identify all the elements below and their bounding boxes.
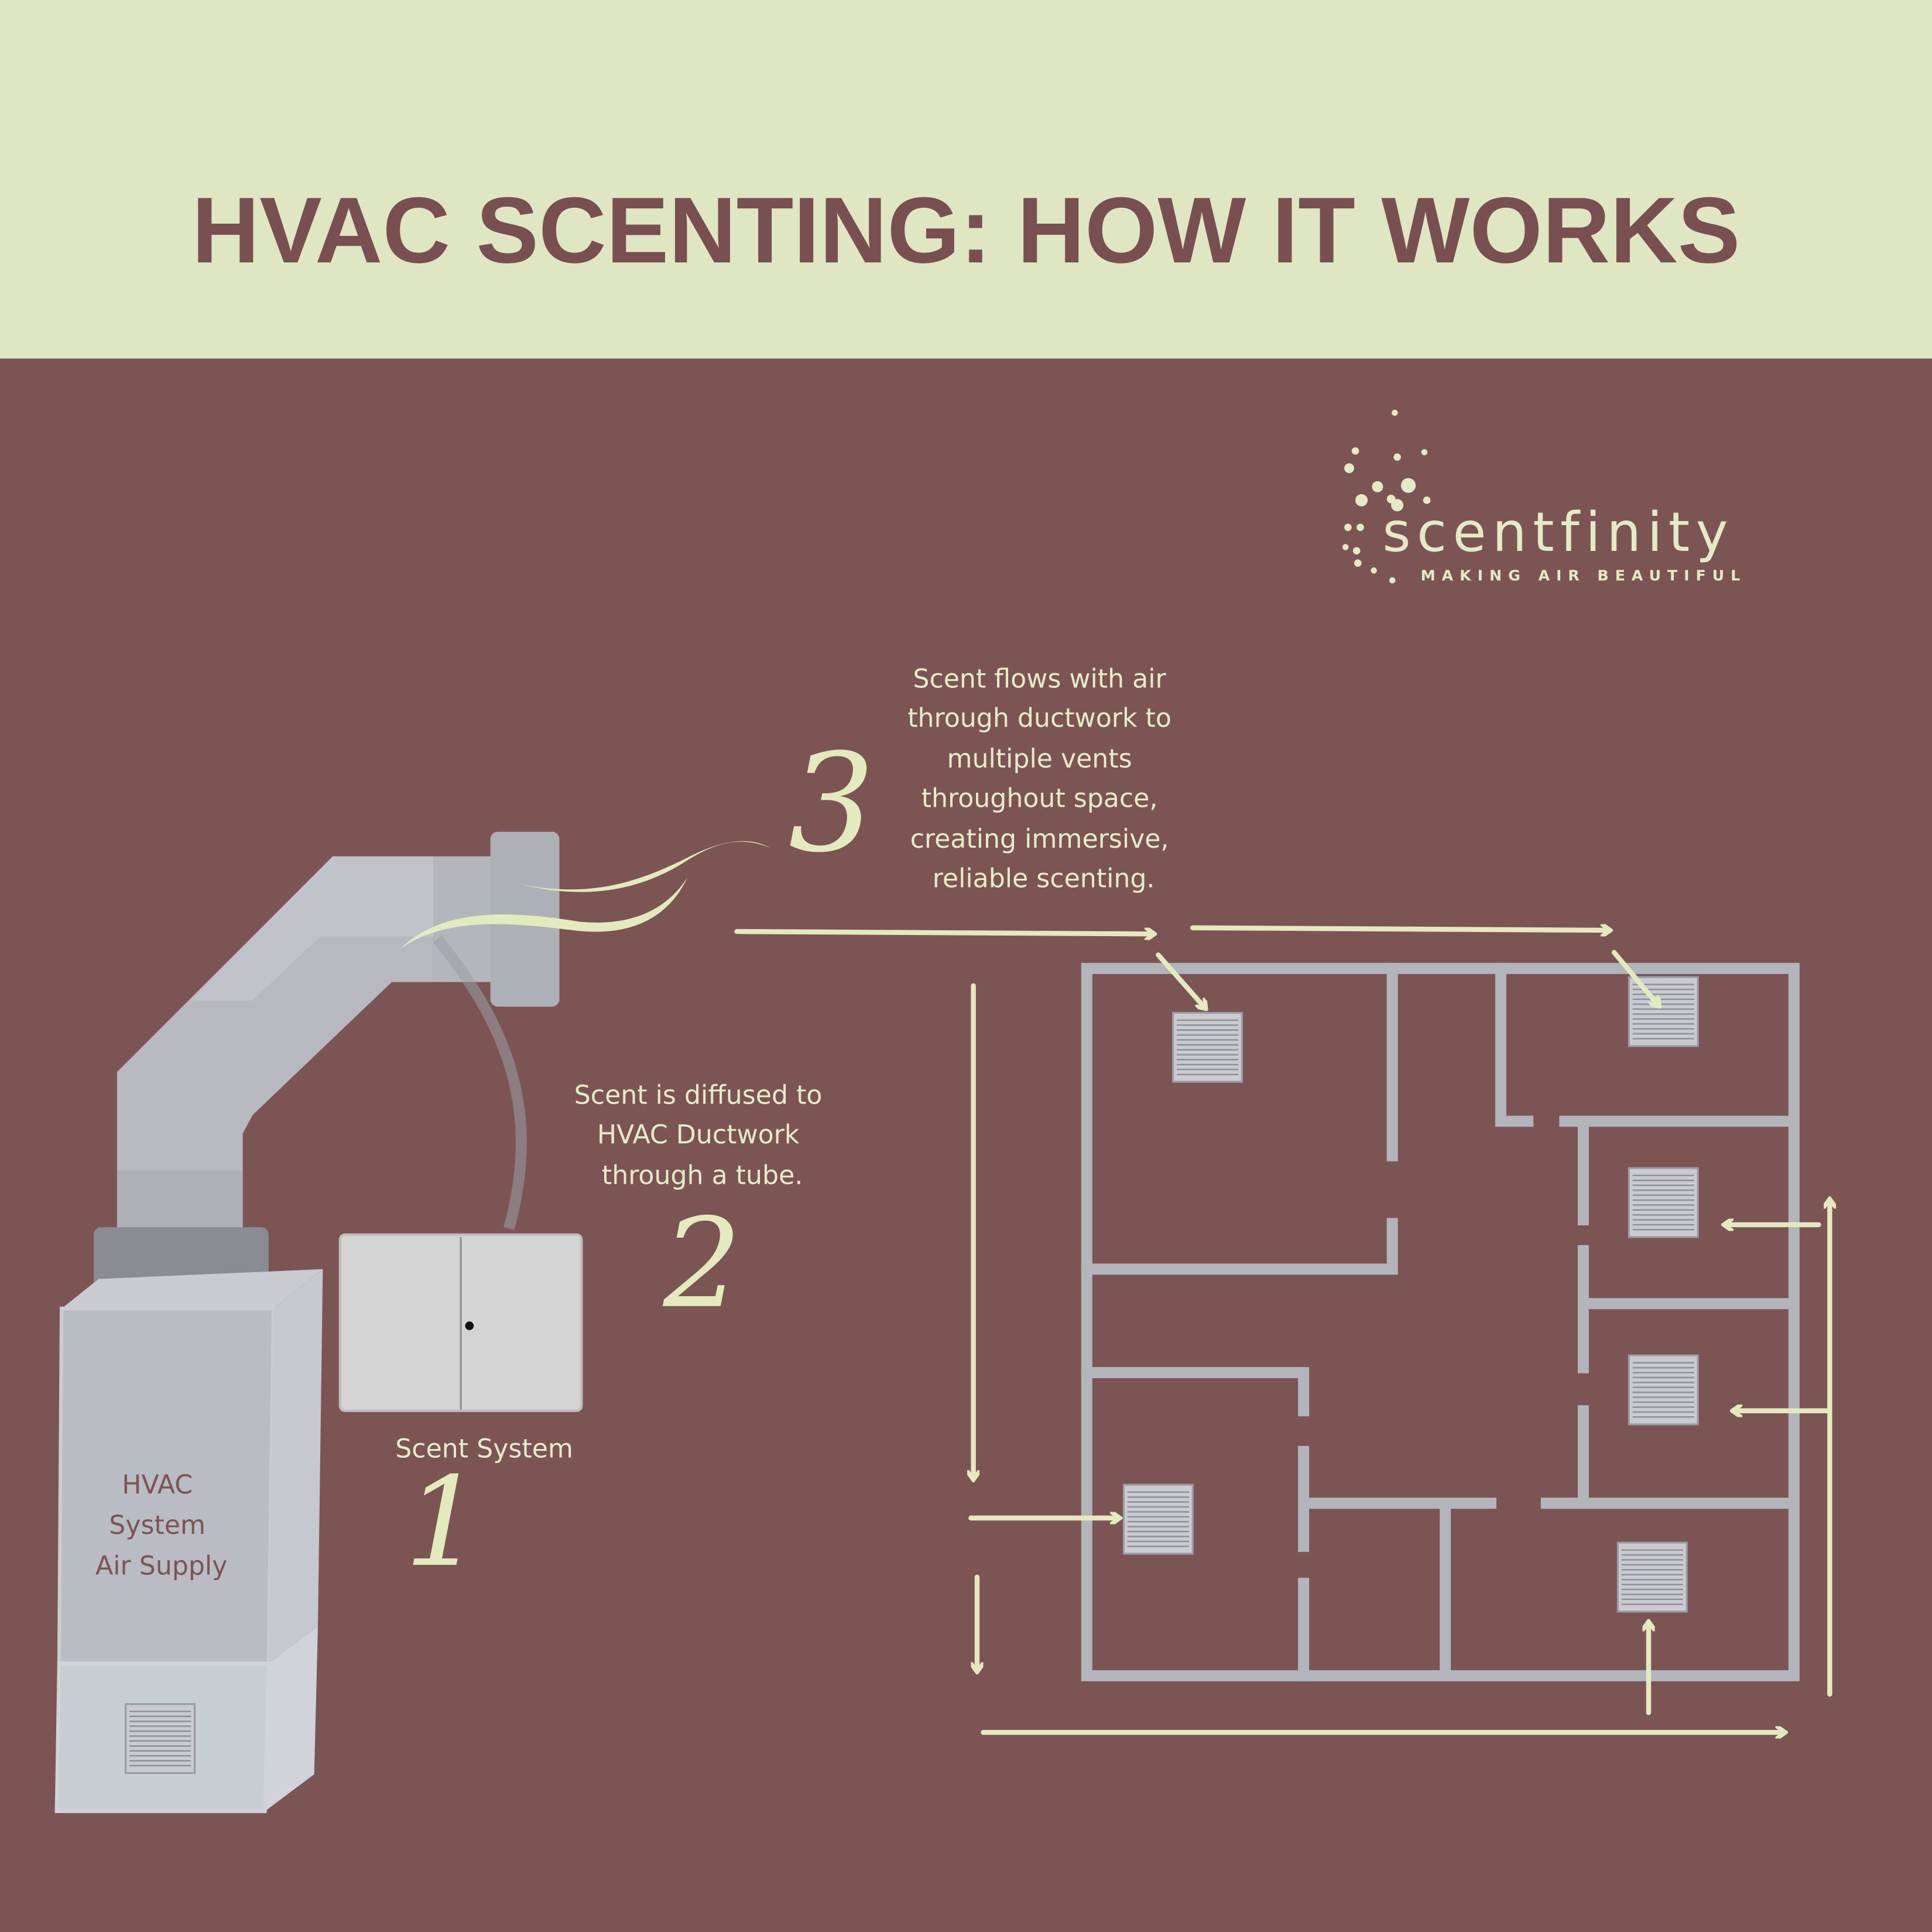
step-2-number: 2 — [663, 1192, 742, 1335]
scentfinity-logo: scentfinity MAKING AIR BEAUTIFUL — [1342, 409, 1747, 584]
arrow-icon — [734, 931, 1153, 934]
airflow-arrows — [734, 928, 1830, 1732]
dots-icon — [1342, 409, 1431, 584]
vent-icon — [1628, 1167, 1699, 1238]
scent-tube — [433, 935, 527, 1230]
vent-icon — [1628, 976, 1699, 1047]
arrow-icon — [1156, 952, 1205, 1008]
arrow-icon — [1190, 928, 1609, 930]
step-3-number: 3 — [789, 724, 875, 882]
scent-system-device — [338, 1233, 583, 1412]
floor-plan — [1081, 962, 1800, 1681]
step-2-description: Scent is diffused to HVAC Ductwork throu… — [574, 1081, 831, 1191]
page-title: HVAC SCENTING: HOW IT WORKS — [192, 177, 1741, 282]
logo-tagline: MAKING AIR BEAUTIFUL — [1421, 567, 1747, 584]
vent-icon — [1628, 1354, 1699, 1426]
header-band — [0, 0, 1932, 359]
arrow-icon — [1611, 950, 1659, 1005]
unit-vent-icon — [125, 1703, 196, 1775]
vent-icon — [1122, 1484, 1194, 1555]
hvac-unit-illustration: HVAC System Air Supply — [54, 831, 560, 1813]
step-3-description: Scent flows with air through ductwork to… — [907, 664, 1180, 893]
duct-elbow — [117, 856, 434, 1232]
logo-wordmark: scentfinity — [1382, 501, 1734, 564]
lock-icon — [465, 1321, 474, 1330]
hvac-unit-label: HVAC System Air Supply — [95, 1470, 227, 1581]
scent-system-label: Scent System — [395, 1434, 573, 1464]
vent-icon — [1171, 1012, 1244, 1083]
step-1-number: 1 — [405, 1451, 483, 1594]
vent-icon — [1616, 1542, 1688, 1613]
